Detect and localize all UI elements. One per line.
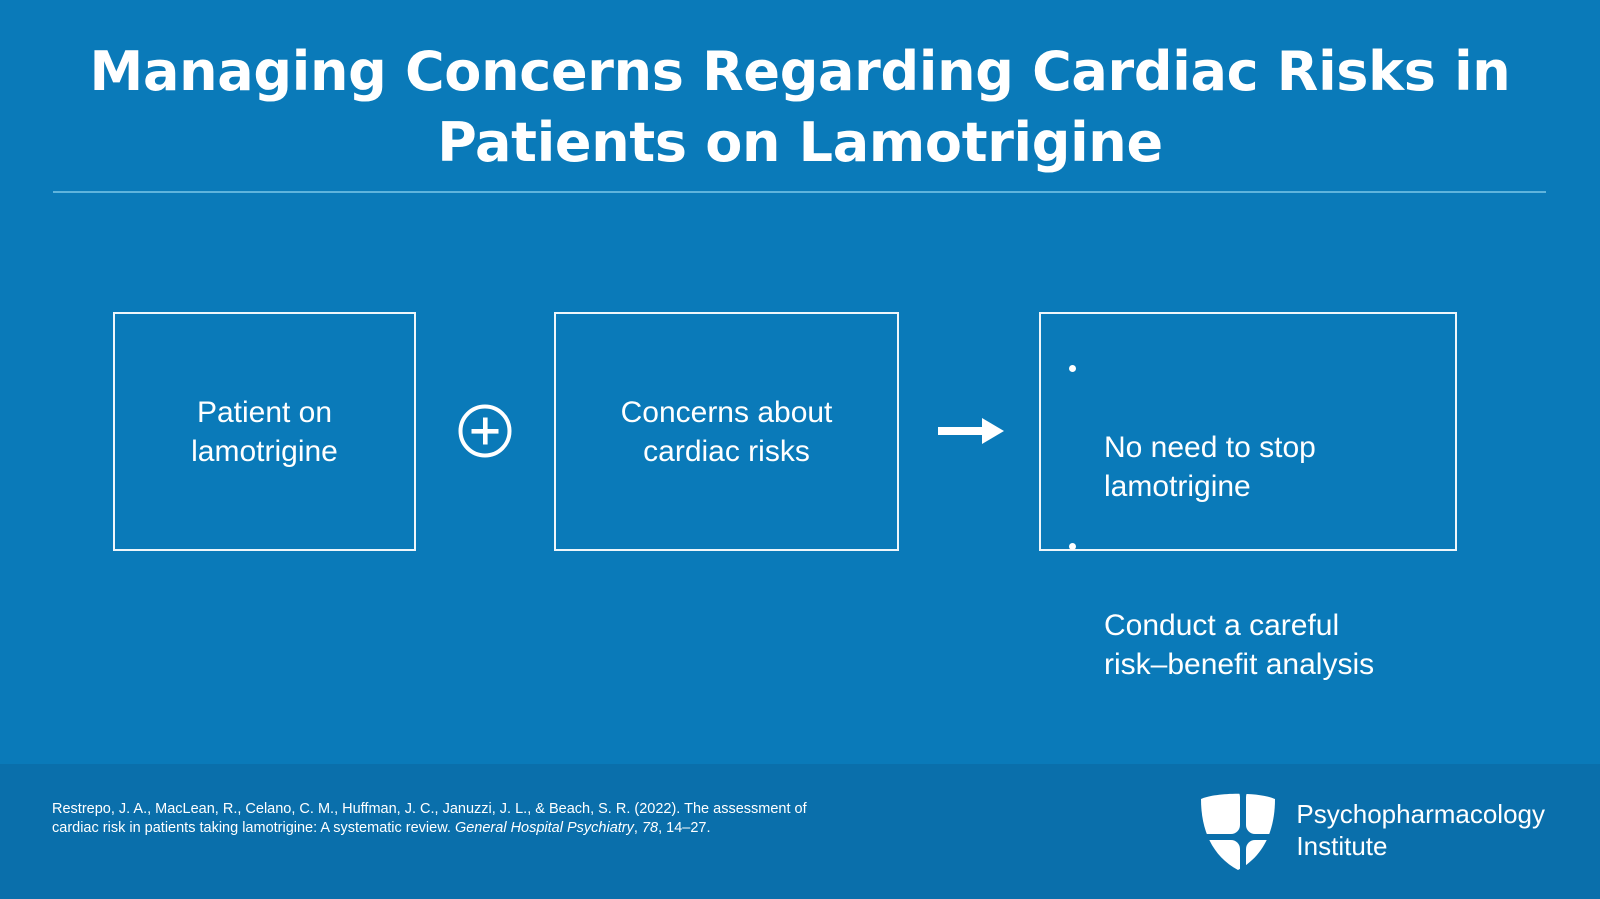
- diagram: Patient on lamotrigine Concerns about ca…: [0, 312, 1600, 681]
- citation-volume: 78: [641, 820, 659, 837]
- bullet-dot-icon: [1069, 365, 1076, 372]
- citation-authors: Restrepo, J. A., MacLean, R., Celano, C.…: [52, 801, 681, 817]
- citation-title: The assessment of cardiac risk in patien…: [52, 801, 807, 837]
- recommendations-list: No need to stop lamotrigine Conduct a ca…: [1063, 350, 1433, 684]
- citation: Restrepo, J. A., MacLean, R., Celano, C.…: [52, 800, 842, 838]
- citation-comma-2: ,: [658, 820, 667, 837]
- diagram-node-recommendations: No need to stop lamotrigine Conduct a ca…: [1039, 312, 1457, 681]
- list-item-label: Conduct a careful risk–benefit analysis: [1104, 609, 1375, 681]
- footer: Restrepo, J. A., MacLean, R., Celano, C.…: [0, 764, 1600, 899]
- page-title: Managing Concerns Regarding Cardiac Risk…: [89, 40, 1511, 175]
- diagram-node-patient: Patient on lamotrigine: [113, 312, 416, 551]
- title-block: Managing Concerns Regarding Cardiac Risk…: [0, 36, 1600, 179]
- brand-logo: Psychopharmacology Institute: [1198, 786, 1545, 876]
- arrow-right-icon: [936, 412, 1006, 450]
- plus-circle-icon: [457, 403, 513, 459]
- citation-pages: 14–27.: [666, 820, 711, 837]
- brand-name: Psychopharmacology Institute: [1296, 799, 1545, 861]
- shield-icon: [1198, 790, 1278, 872]
- list-item: Conduct a careful risk–benefit analysis: [1063, 528, 1433, 684]
- citation-comma-1: ,: [633, 820, 642, 837]
- list-item-label: No need to stop lamotrigine: [1104, 431, 1316, 503]
- citation-journal: General Hospital Psychiatry: [454, 820, 634, 837]
- diagram-node-patient-label: Patient on lamotrigine: [191, 395, 338, 468]
- title-divider: [53, 191, 1546, 193]
- diagram-node-concerns: Concerns about cardiac risks: [554, 312, 899, 551]
- list-item: No need to stop lamotrigine: [1063, 350, 1433, 506]
- diagram-node-concerns-label: Concerns about cardiac risks: [620, 395, 833, 468]
- bullet-dot-icon: [1069, 543, 1076, 550]
